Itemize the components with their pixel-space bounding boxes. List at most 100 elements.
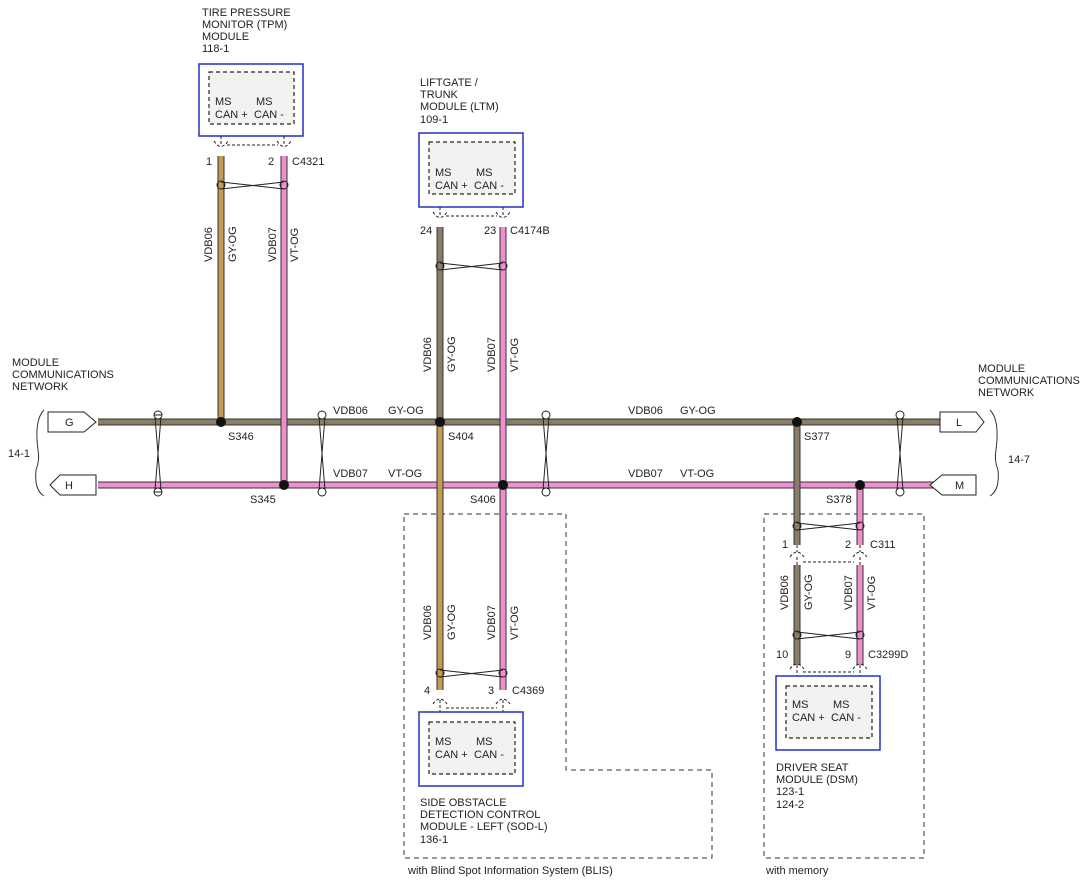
tpm-connector-name: C4321 [292,156,324,168]
ltm-wire2-circuit: VDB07 [486,337,498,372]
ltm-pin2-label-a: MS [476,167,493,179]
dsm-twist-marker-upper [796,522,861,531]
dsm-module: MS CAN + MS CAN - DRIVER SEAT MODULE (DS… [775,675,881,811]
ltm-wire2-color: VT-OG [509,338,521,372]
ltm-pin-24: 24 [420,225,432,237]
ltm-connector-name: C4174B [510,225,550,237]
c311-connector-name: C311 [870,539,895,551]
ltm-module: LIFTGATE / TRUNK MODULE (LTM) 109-1 MS C… [418,77,524,208]
sodl-wire1-color: GY-OG [446,604,458,640]
tpm-title-1: TIRE PRESSURE [202,7,291,19]
tpm-pin1-label-a: MS [215,96,232,108]
splice-s404 [435,417,445,427]
dsm-wire2-color: VT-OG [866,576,878,610]
ltm-title-4: 109-1 [420,114,448,126]
bus-lower-color-2: VT-OG [680,468,714,480]
splice-s377 [792,417,802,427]
sodl-pin-4: 4 [424,685,430,697]
left-network-title-2: COMMUNICATIONS [12,369,114,381]
splice-s404-label: S404 [448,431,474,443]
sodl-title-1: SIDE OBSTACLE [420,797,507,809]
sodl-twist-marker [439,669,504,678]
sodl-pin2-label-b: CAN - [474,749,504,761]
bus-lower-color-1: VT-OG [388,468,422,480]
dsm-pin1-label-a: MS [792,699,809,711]
blis-option-label: with Blind Spot Information System (BLIS… [407,865,613,877]
dsm-pin-9: 9 [845,649,851,661]
sodl-pin1-label-a: MS [435,736,452,748]
ltm-pin2-label-b: CAN - [474,180,504,192]
dsm-title-4: 124-2 [776,799,804,811]
sodl-connector-name: C4369 [512,685,544,697]
bus-upper-label-1: VDB06 [333,405,368,417]
tpm-pin1-label-b: CAN + [215,109,248,121]
bus-lower-label-1: VDB07 [333,468,368,480]
tpm-pin-2: 2 [268,156,274,168]
svg-text:M: M [955,480,964,492]
dsm-twist-marker-lower [796,631,861,640]
splice-s345-label: S345 [250,494,276,506]
bus-upper-color-1: GY-OG [388,405,424,417]
tpm-pin2-label-b: CAN - [254,109,284,121]
splice-s345 [279,480,289,490]
dsm-pin2-label-b: CAN - [831,712,861,724]
splice-s406 [498,480,508,490]
tpm-title-2: MONITOR (TPM) [202,19,287,31]
tpm-module: TIRE PRESSURE MONITOR (TPM) MODULE 118-1… [198,7,304,137]
splice-s378-label: S378 [826,494,852,506]
splice-s378 [855,480,865,490]
dsm-wire2-circuit: VDB07 [843,575,855,610]
tpm-wire2-circuit: VDB07 [267,227,279,262]
bus-lower-label-2: VDB07 [628,468,663,480]
ltm-pin1-label-a: MS [435,167,452,179]
ltm-title-2: TRUNK [420,89,459,101]
svg-text:G: G [65,417,74,429]
tpm-twist-marker [220,181,285,190]
dsm-title-2: MODULE (DSM) [776,774,858,786]
ltm-title-1: LIFTGATE / [420,77,479,89]
bus-upper-label-2: VDB06 [628,405,663,417]
left-network-title-1: MODULE [12,357,59,369]
c311-pin-1: 1 [782,539,788,551]
ltm-pin-23: 23 [484,225,496,237]
dsm-wire1-color: GY-OG [803,574,815,610]
splice-s377-label: S377 [804,431,830,443]
ltm-title-3: MODULE (LTM) [420,101,499,113]
dsm-title-1: DRIVER SEAT [776,762,849,774]
sodl-title-2: DETECTION CONTROL [420,809,540,821]
sodl-title-3: MODULE - LEFT (SOD-L) [420,821,548,833]
sodl-module: MS CAN + MS CAN - SIDE OBSTACLE DETECTIO… [418,711,548,846]
dsm-pin-10: 10 [776,649,788,661]
dsm-connector-name: C3299D [868,649,908,661]
dsm-pin1-label-b: CAN + [792,712,825,724]
sodl-wire1-circuit: VDB06 [422,605,434,640]
tpm-wire2-color: VT-OG [289,228,301,262]
ltm-wire1-circuit: VDB06 [422,337,434,372]
right-network-page-ref: 14-7 [1008,454,1030,466]
right-network-title-1: MODULE [978,363,1025,375]
connector-g: G [47,411,97,433]
right-network-title-2: COMMUNICATIONS [978,375,1080,387]
splice-s346 [216,417,226,427]
left-network-page-ref: 14-1 [8,448,30,460]
splice-s346-label: S346 [228,431,254,443]
memory-option-region [763,513,925,859]
bus-twist-markers [153,410,905,497]
ltm-twist-marker [439,262,504,271]
tpm-title-4: 118-1 [202,43,229,55]
sodl-pin2-label-a: MS [476,736,493,748]
sodl-pin-3: 3 [488,685,494,697]
right-network-brace [989,409,999,497]
tpm-pin-1: 1 [206,156,212,168]
dsm-wire1-circuit: VDB06 [779,575,791,610]
tpm-pin2-label-a: MS [256,96,273,108]
connector-l: L [939,411,985,433]
bus-upper-color-2: GY-OG [680,405,716,417]
right-network-title-3: NETWORK [978,387,1035,399]
dsm-pin2-label-a: MS [833,699,850,711]
svg-text:H: H [65,480,73,492]
tpm-wire1-color: GY-OG [227,226,239,262]
sodl-title-4: 136-1 [420,834,448,846]
connector-m: M [929,474,977,496]
